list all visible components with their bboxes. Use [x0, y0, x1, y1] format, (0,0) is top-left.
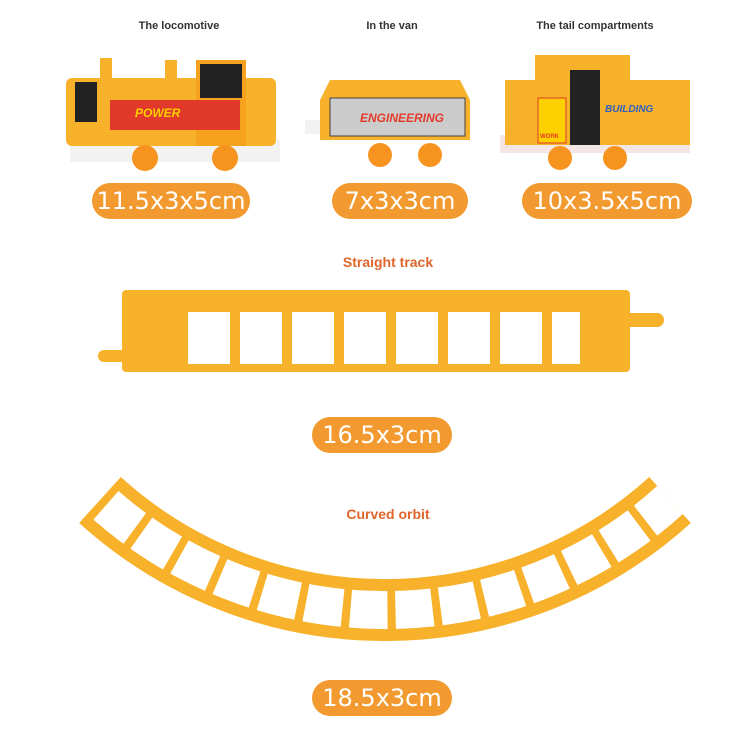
- tail-decal: BUILDING: [605, 104, 654, 115]
- straight-track-heading: Straight track: [342, 254, 434, 270]
- straight-track-size-badge: 16.5x3cm: [312, 417, 452, 453]
- van-size-badge: 7x3x3cm: [332, 183, 468, 219]
- curved-track-heading: Curved orbit: [346, 506, 430, 522]
- curved-track-image: [79, 477, 691, 641]
- locomotive-decal: POWER: [135, 106, 181, 120]
- van-decal: ENGINEERING: [360, 111, 444, 125]
- locomotive-image: POWER: [66, 58, 280, 171]
- curved-track-size-badge: 18.5x3cm: [312, 680, 452, 716]
- van-image: ENGINEERING: [305, 80, 470, 167]
- locomotive-caption: The locomotive: [138, 20, 220, 32]
- locomotive-size-badge: 11.5x3x5cm: [92, 183, 250, 219]
- tail-size-badge: 10x3.5x5cm: [522, 183, 692, 219]
- straight-track-image: [98, 290, 664, 372]
- work-sign: WORK: [540, 134, 560, 140]
- tail-caption: The tail compartments: [536, 20, 654, 32]
- tail-compartment-image: WORK BUILDING: [500, 55, 690, 170]
- van-caption: In the van: [366, 20, 418, 32]
